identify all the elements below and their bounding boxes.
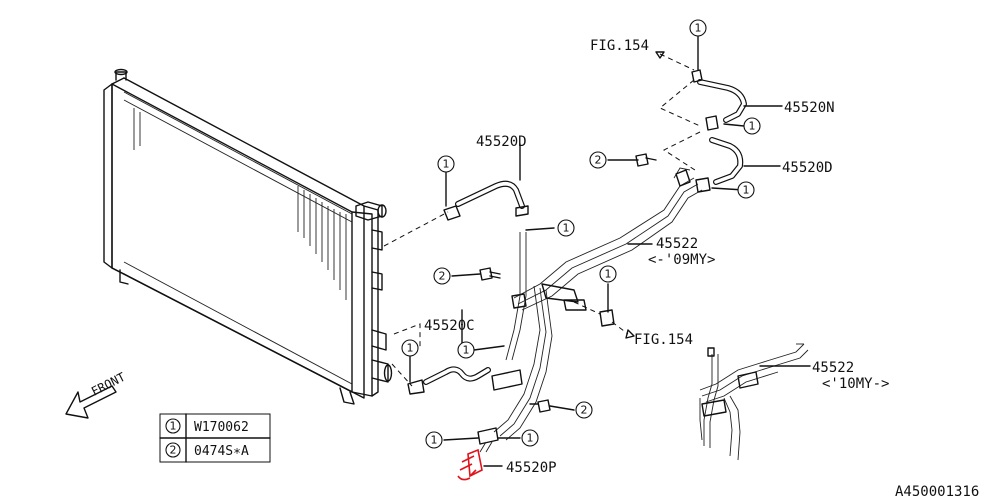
label-45520D-right: 45520D [782,160,833,176]
bolt-lower [529,399,551,413]
svg-text:2: 2 [170,444,177,457]
svg-text:1: 1 [605,268,612,281]
svg-text:1: 1 [443,158,450,171]
svg-text:2: 2 [595,154,602,167]
label-45520C: 45520C [424,318,475,334]
hose-45520D-right [695,137,744,193]
svg-text:2: 2 [581,404,588,417]
label-45522-09MY-note: <-'09MY> [648,252,715,268]
hose-45520C [407,366,491,395]
callout-1-left-hose: 1 [437,155,455,173]
callout-1-bottom-right: 1 [521,429,539,447]
svg-text:1: 1 [743,184,750,197]
radiator [103,68,393,405]
label-45520P: 45520P [506,460,557,476]
label-45522-10MY: 45522 [812,360,854,376]
callout-2-upper: 2 [589,151,607,169]
svg-text:W170062: W170062 [194,420,249,435]
svg-text:0474S∗A: 0474S∗A [194,444,249,459]
pipe-assembly-45522 [477,167,703,453]
svg-text:1: 1 [749,120,756,133]
svg-text:1: 1 [695,22,702,35]
legend-row-2: 2 0474S∗A [165,442,249,459]
label-fig154-top: FIG.154 [590,38,649,54]
leader-lines [409,33,811,467]
hose-45520N [691,69,747,131]
svg-text:1: 1 [431,434,438,447]
svg-text:1: 1 [170,420,177,433]
callout-2-left-bolt: 2 [433,267,451,285]
callout-1-45520C: 1 [457,341,475,359]
callout-1-radiator: 1 [401,339,419,357]
callout-1-bottom-left: 1 [425,431,443,449]
bolt-upper [635,153,657,167]
svg-text:1: 1 [527,432,534,445]
figure-code: A450001316 [895,484,979,500]
hose-45520D-left [443,180,529,221]
label-fig154-mid: FIG.154 [634,332,693,348]
callout-2-lower-bolt: 2 [575,401,593,419]
label-45520D-left: 45520D [476,134,527,150]
callout-1-fig-top: 1 [689,19,707,37]
legend-row-1: 1 W170062 [165,418,249,435]
front-arrow-icon: FRONT [65,370,128,419]
svg-text:1: 1 [407,342,414,355]
callout-1-fig-mid: 1 [599,265,617,283]
clamp-mid [573,301,635,339]
svg-text:2: 2 [439,270,446,283]
bolt-left [479,267,501,281]
front-label: FRONT [89,370,128,399]
parts-legend: 1 W170062 2 0474S∗A [159,413,271,463]
label-45522-09MY: 45522 [656,236,698,252]
part-45520P-highlight [457,448,483,481]
label-45522-10MY-note: <'10MY-> [822,376,889,392]
callout-1-center-clamp: 1 [557,219,575,237]
pipe-inset-10MY [699,343,809,461]
callout-1-45520N: 1 [743,117,761,135]
svg-text:1: 1 [463,344,470,357]
svg-text:1: 1 [563,222,570,235]
callout-1-45520D-right: 1 [737,181,755,199]
label-45520N: 45520N [784,100,835,116]
